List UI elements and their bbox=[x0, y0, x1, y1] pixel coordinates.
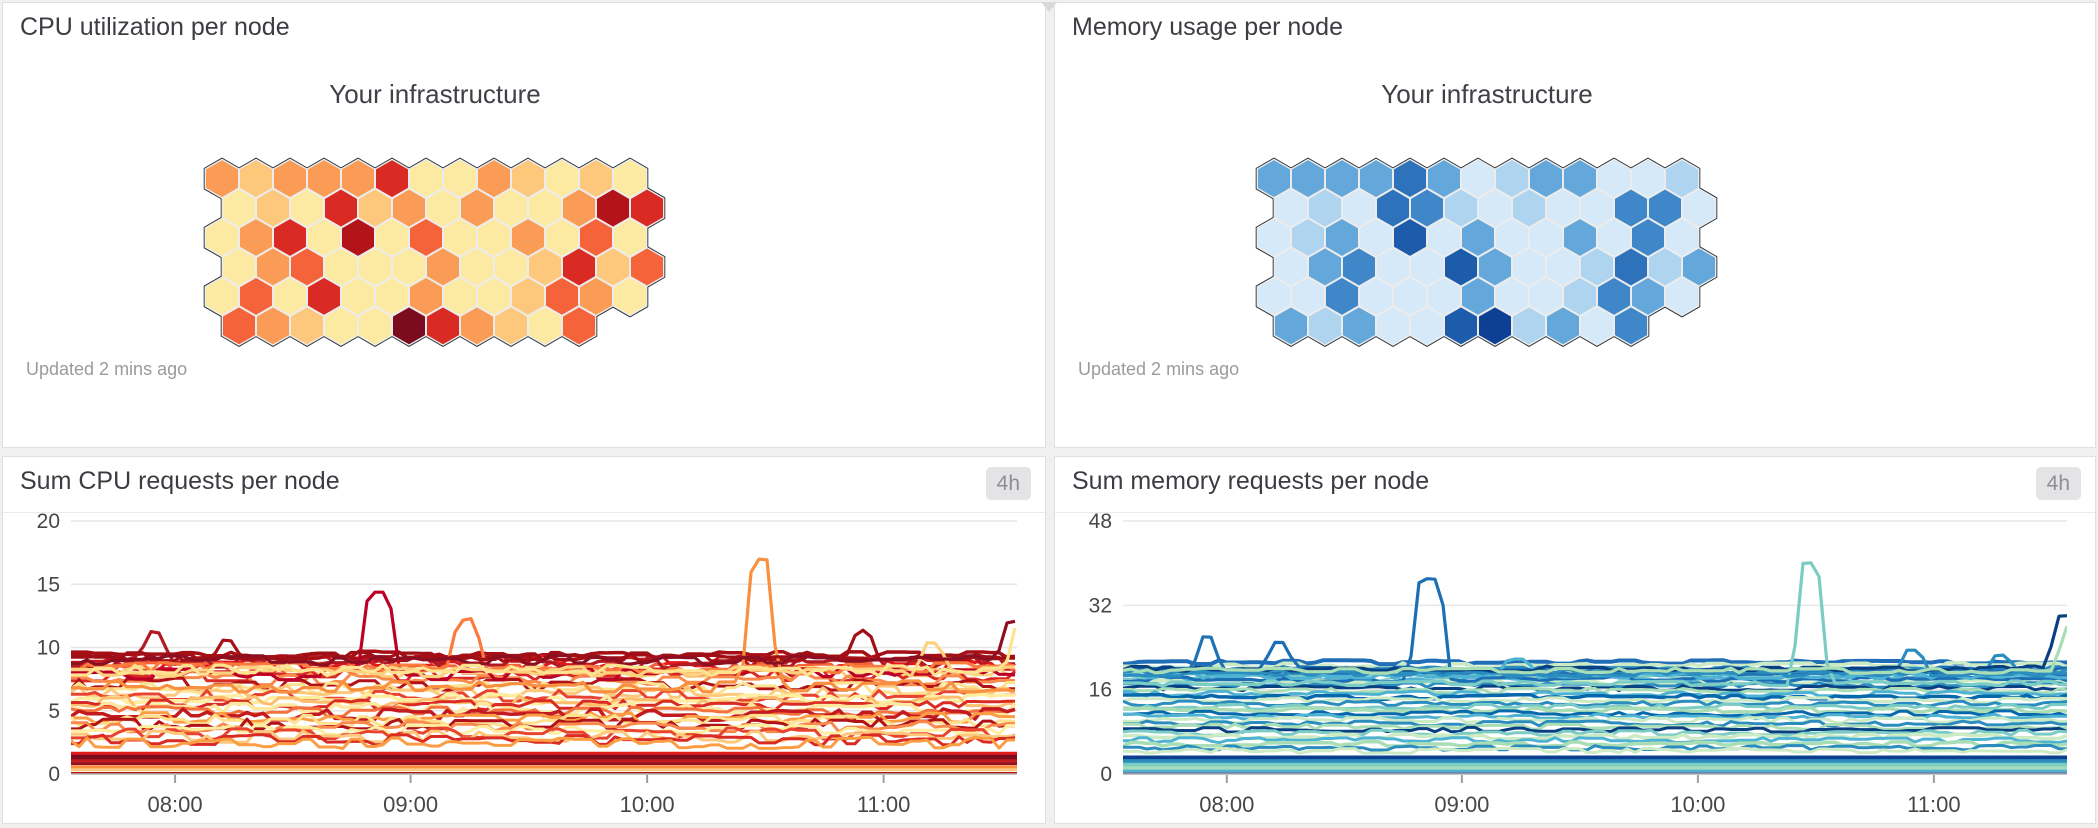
panel-cpu-requests: Sum CPU requests per node 4h 0 5 10 15 20 08:… bbox=[2, 456, 1046, 824]
series-group bbox=[1123, 561, 2067, 774]
line-series bbox=[1123, 696, 2067, 705]
hex-cell[interactable] bbox=[1664, 276, 1700, 317]
spike-line-series bbox=[1123, 561, 2067, 688]
line-series bbox=[71, 717, 1015, 731]
line-series bbox=[1123, 732, 2067, 741]
line-series bbox=[71, 713, 1015, 728]
y-axis-tick-label: 10 bbox=[37, 637, 60, 660]
line-series bbox=[1123, 719, 2067, 728]
y-axis-tick-label: 0 bbox=[48, 763, 60, 786]
hex-cell[interactable] bbox=[561, 305, 597, 346]
x-axis-tick-label: 08:00 bbox=[148, 792, 203, 817]
panel-title-cpu-requests[interactable]: Sum CPU requests per node bbox=[20, 467, 340, 495]
hexmap-title: Your infrastructure bbox=[329, 79, 541, 109]
cpu-requests-chart[interactable]: 0 5 10 15 20 08:00 09:00 10:00 11:00 bbox=[3, 457, 1043, 821]
series-group bbox=[71, 557, 1017, 774]
spike-line-series bbox=[71, 627, 1017, 678]
panel-title-cpu-utilization[interactable]: CPU utilization per node bbox=[20, 13, 290, 41]
spike-line-series bbox=[71, 617, 1016, 675]
x-axis-tick-label: 11:00 bbox=[1907, 792, 1960, 817]
hex-cell[interactable] bbox=[1613, 305, 1649, 346]
y-axis-tick-label: 16 bbox=[1089, 679, 1112, 702]
panel-memory-usage: Memory usage per node Your infrastructur… bbox=[1054, 2, 2096, 448]
y-axis-tick-label: 20 bbox=[37, 510, 60, 533]
panel-title-memory-requests[interactable]: Sum memory requests per node bbox=[1072, 467, 1430, 495]
y-axis-tick-label: 5 bbox=[48, 700, 60, 723]
chart-header: Sum CPU requests per node 4h bbox=[3, 457, 1045, 513]
line-series bbox=[71, 698, 1015, 712]
line-series bbox=[1123, 747, 2067, 755]
updated-timestamp: Updated 2 mins ago bbox=[26, 359, 188, 379]
y-axis-tick-label: 48 bbox=[1089, 510, 1112, 533]
x-axis-tick-label: 11:00 bbox=[857, 792, 910, 817]
updated-timestamp: Updated 2 mins ago bbox=[1078, 359, 1240, 379]
spike-line-series bbox=[71, 557, 1016, 694]
y-axis-tick-label: 32 bbox=[1089, 594, 1112, 617]
panel-cpu-utilization: CPU utilization per node Your infrastruc… bbox=[2, 2, 1046, 448]
y-axis-tick-label: 15 bbox=[37, 573, 60, 596]
line-series bbox=[71, 736, 1015, 750]
cpu-hexmap[interactable] bbox=[3, 3, 1045, 447]
x-axis-tick-label: 09:00 bbox=[1434, 792, 1489, 817]
spike-line-series bbox=[1123, 625, 2067, 675]
spike-line-series bbox=[71, 619, 1016, 667]
y-axis-tick-label: 0 bbox=[1100, 763, 1112, 786]
time-range-badge[interactable]: 4h bbox=[2035, 467, 2081, 501]
chart-header: Sum memory requests per node 4h bbox=[1055, 457, 2095, 513]
hex-cell[interactable] bbox=[612, 276, 648, 317]
panel-title-memory-usage[interactable]: Memory usage per node bbox=[1072, 13, 1343, 41]
x-axis-tick-label: 10:00 bbox=[620, 792, 675, 817]
mem-requests-chart[interactable]: 0 16 32 48 08:00 09:00 10:00 11:00 bbox=[1055, 457, 2093, 821]
line-series bbox=[1123, 686, 2067, 695]
line-series bbox=[1123, 736, 2067, 745]
chevron-down-icon[interactable] bbox=[1041, 2, 1057, 12]
line-series bbox=[1123, 706, 2067, 715]
hexmap-title: Your infrastructure bbox=[1381, 79, 1593, 109]
line-series bbox=[71, 733, 1016, 747]
line-series bbox=[1123, 744, 2067, 752]
spike-line-series bbox=[71, 630, 1016, 670]
spike-line-series bbox=[1123, 577, 2067, 684]
line-series bbox=[1123, 716, 2067, 725]
line-series bbox=[1123, 702, 2067, 711]
mem-hexmap[interactable] bbox=[1055, 3, 2095, 447]
line-series bbox=[1123, 658, 2067, 667]
x-axis-tick-label: 10:00 bbox=[1670, 792, 1725, 817]
x-axis-tick-label: 08:00 bbox=[1199, 792, 1254, 817]
x-axis-tick-label: 09:00 bbox=[383, 792, 438, 817]
line-series bbox=[71, 723, 1015, 737]
line-series bbox=[1123, 728, 2067, 737]
time-range-badge[interactable]: 4h bbox=[985, 467, 1031, 501]
line-series bbox=[1123, 722, 2067, 731]
